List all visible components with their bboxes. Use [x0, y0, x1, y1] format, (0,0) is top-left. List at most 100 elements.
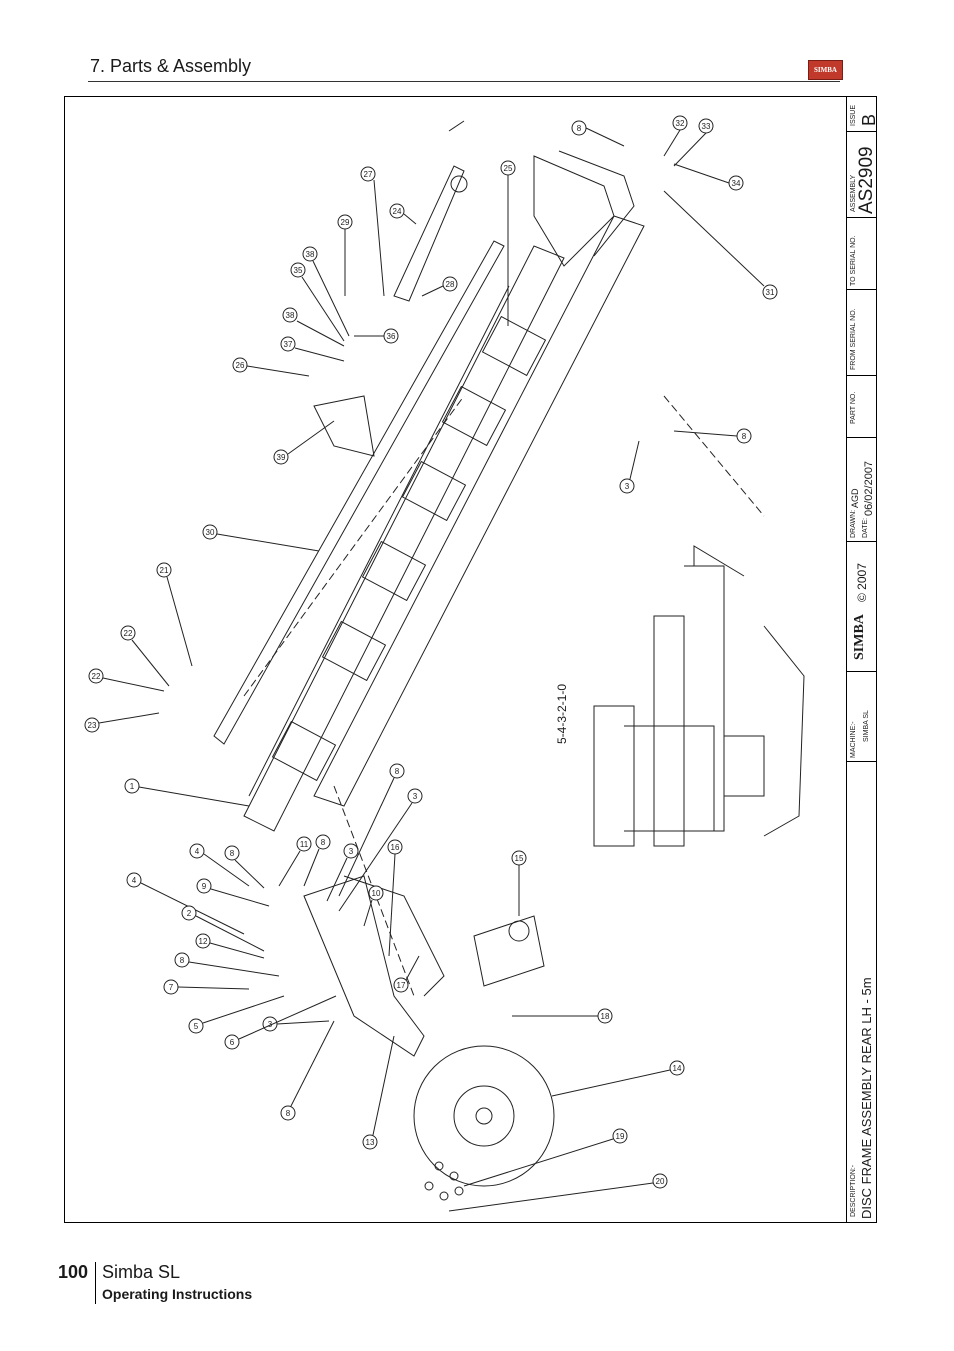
logo-cell: SIMBA © 2007	[847, 542, 877, 672]
callout-5: 5	[188, 995, 285, 1034]
callout-number: 8	[286, 1109, 291, 1118]
callout-38b: 38	[282, 307, 345, 347]
issue-label: ISSUE	[850, 104, 857, 126]
callout-9: 9	[196, 878, 270, 907]
issue-value: B	[859, 113, 879, 126]
callout-number: 9	[202, 882, 207, 891]
callout-number: 37	[284, 340, 293, 349]
callout-18: 18	[512, 1008, 613, 1024]
callout-number: 10	[372, 889, 381, 898]
callout-number: 15	[515, 854, 524, 863]
description-value: DISC FRAME ASSEMBLY REAR LH - 5m	[859, 977, 874, 1219]
callout-1: 1	[124, 778, 250, 807]
drawn-value: AGD	[850, 488, 860, 508]
callout-number: 19	[616, 1132, 625, 1141]
callout-8-right: 8	[673, 428, 752, 444]
callout-39: 39	[273, 420, 335, 465]
manual-subtitle: Operating Instructions	[102, 1286, 253, 1302]
drawn-date-cell: DRAWN: AGD DATE: 06/02/2007	[847, 438, 877, 542]
callout-number: 20	[656, 1177, 665, 1186]
callout-number: 38	[286, 311, 295, 320]
callout-number: 16	[391, 843, 400, 852]
main-frame-beam	[243, 245, 565, 832]
callout-number: 22	[92, 672, 101, 681]
callout-number: 28	[446, 280, 455, 289]
callout-32: 32	[663, 115, 688, 157]
callout-7: 7	[163, 979, 250, 995]
callout-number: 29	[341, 218, 350, 227]
rear-frame	[533, 155, 615, 267]
callout-number: 8	[395, 767, 400, 776]
callout-13: 13	[362, 1035, 395, 1150]
callout-number: 1	[130, 782, 135, 791]
parts-drawing: 8 32 33 34 31 25 27 24	[84, 115, 805, 1212]
callout-8-mid: 8	[338, 763, 405, 897]
callout-33: 33	[673, 118, 714, 167]
simba-logo: SIMBA	[808, 60, 843, 80]
footer-divider	[95, 1262, 96, 1304]
detail-inset	[593, 545, 805, 847]
callout-3a: 3	[326, 843, 359, 902]
machine-label: MACHINE:-	[850, 721, 857, 758]
callout-23: 23	[84, 712, 160, 733]
lower-member	[313, 215, 645, 807]
callout-number: 8	[577, 124, 582, 133]
title-block-logo: SIMBA	[852, 614, 867, 660]
title-block: ISSUE B ASSEMBLY AS2909 TO SERIAL NO. FR…	[846, 96, 879, 1223]
callout-number: 35	[294, 266, 303, 275]
callout-11: 11	[278, 836, 312, 887]
assembly-cell: ASSEMBLY AS2909	[847, 132, 877, 218]
callout-14: 14	[551, 1060, 685, 1097]
copyright: © 2007	[855, 563, 869, 602]
callout-number: 34	[732, 179, 741, 188]
callout-35: 35	[290, 262, 345, 342]
from-serial-cell: FROM SERIAL NO.	[847, 290, 877, 376]
callout-number: 5	[194, 1022, 199, 1031]
date-value: 06/02/2007	[863, 460, 875, 516]
callout-number: 8	[742, 432, 747, 441]
callout-number: 3	[349, 847, 354, 856]
disc	[413, 1045, 555, 1187]
callout-16: 16	[387, 839, 403, 957]
callout-number: 3	[625, 482, 630, 491]
product-name: Simba SL	[102, 1262, 181, 1282]
callout-21: 21	[156, 562, 193, 667]
callout-number: 36	[387, 332, 396, 341]
callout-number: 4	[132, 876, 137, 885]
callout-number: 13	[366, 1138, 375, 1147]
bracket-row	[271, 315, 547, 782]
callout-3b: 3	[262, 1016, 330, 1032]
callout-8d: 8	[280, 1020, 335, 1121]
callout-4b: 4	[126, 872, 245, 935]
callout-8a: 8	[224, 845, 265, 889]
callout-22a: 22	[120, 625, 170, 687]
callout-number: 4	[195, 847, 200, 856]
part-no-label: PART NO.	[850, 391, 857, 424]
flat-bar	[213, 240, 505, 745]
callout-number: 24	[393, 207, 402, 216]
callout-6: 6	[224, 995, 337, 1050]
to-serial-cell: TO SERIAL NO.	[847, 218, 877, 290]
callout-8c: 8	[174, 952, 280, 977]
callout-36: 36	[354, 328, 399, 344]
scale-label: 5-4-3-2-1-0	[555, 683, 569, 744]
date-label: DATE:	[862, 517, 869, 538]
callout-number: 8	[180, 956, 185, 965]
callout-number: 12	[199, 937, 208, 946]
header-rule	[88, 81, 840, 82]
callout-number: 39	[277, 453, 286, 462]
callout-number: 38	[306, 250, 315, 259]
callout-29: 29	[337, 214, 353, 296]
callout-25: 25	[500, 160, 516, 326]
callout-number: 11	[300, 840, 309, 849]
callout-15: 15	[511, 850, 527, 916]
callout-number: 8	[321, 838, 326, 847]
callout-22b: 22	[88, 668, 165, 692]
callout-3-right: 3	[619, 440, 640, 494]
callout-number: 31	[766, 288, 775, 297]
from-serial-label: FROM SERIAL NO.	[850, 308, 857, 370]
callout-8b: 8	[303, 834, 331, 887]
callout-number: 8	[230, 849, 235, 858]
callout-4a: 4	[189, 843, 250, 887]
description-cell: DESCRIPTION:- DISC FRAME ASSEMBLY REAR L…	[847, 762, 877, 1223]
